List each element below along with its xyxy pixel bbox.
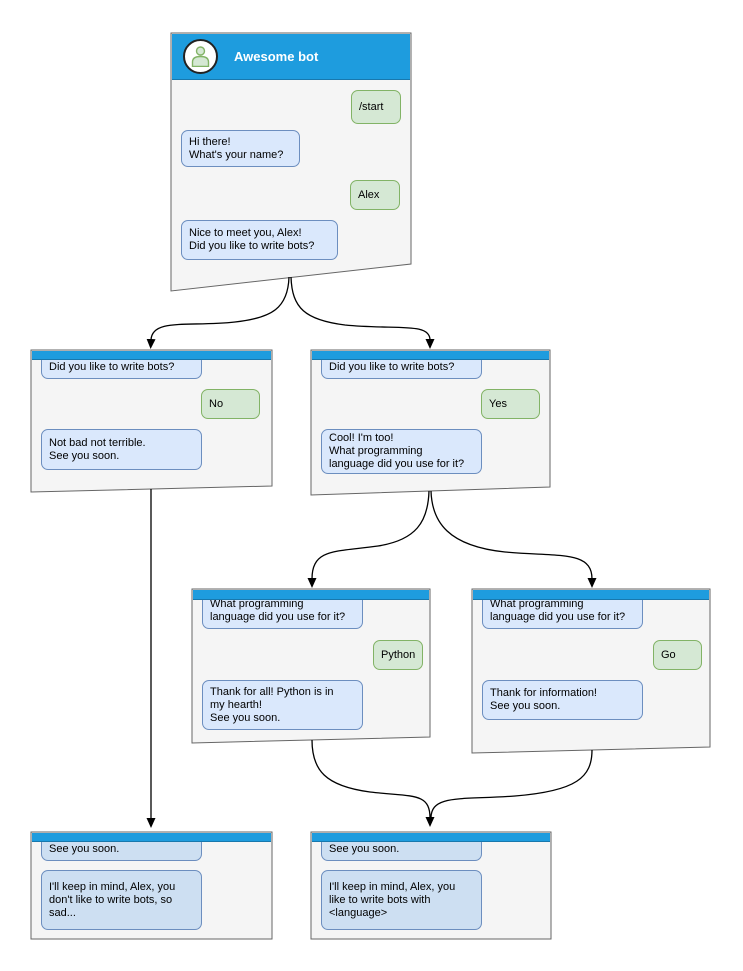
edge-start-to-no[interactable]: [146, 276, 290, 349]
bot-bubble[interactable]: Thank for information! See you soon.: [482, 680, 643, 720]
bot-bubble[interactable]: See you soon.: [41, 836, 202, 861]
person-icon: [191, 46, 210, 67]
edge-python-to-end[interactable]: [311, 739, 435, 827]
bot-bubble[interactable]: Nice to meet you, Alex! Did you like to …: [181, 220, 338, 260]
user-bubble[interactable]: Alex: [350, 180, 400, 210]
user-bubble[interactable]: Yes: [481, 389, 540, 419]
bot-bubble[interactable]: I'll keep in mind, Alex, you like to wri…: [321, 870, 482, 930]
user-bubble[interactable]: No: [201, 389, 260, 419]
bot-bubble[interactable]: Cool! I'm too! What programming language…: [321, 429, 482, 474]
edge-yes-to-python[interactable]: [307, 490, 430, 588]
bot-bubble[interactable]: Not bad not terrible. See you soon.: [41, 429, 202, 470]
user-bubble[interactable]: Go: [653, 640, 702, 670]
bot-bubble[interactable]: Hi there! What's your name?: [181, 130, 300, 167]
edge-go-to-end[interactable]: [430, 749, 593, 819]
edge-start-to-yes[interactable]: [290, 276, 435, 349]
window-titlebar-main: Awesome bot: [172, 34, 410, 80]
window-titlebar-end-no: [32, 833, 271, 842]
bot-bubble[interactable]: Thank for all! Python is in my hearth! S…: [202, 680, 363, 730]
window-title: Awesome bot: [234, 49, 319, 64]
user-bubble[interactable]: Python: [373, 640, 423, 670]
window-titlebar-branch-yes: [312, 351, 549, 360]
bot-bubble[interactable]: I'll keep in mind, Alex, you don't like …: [41, 870, 202, 930]
user-bubble[interactable]: /start: [351, 90, 401, 124]
edge-yes-to-go[interactable]: [430, 490, 597, 588]
window-titlebar-branch-go: [473, 590, 709, 600]
window-titlebar-branch-no: [32, 351, 271, 360]
window-titlebar-end-yes: [312, 833, 550, 842]
window-titlebar-branch-python: [193, 590, 429, 600]
bot-avatar: [183, 39, 218, 74]
